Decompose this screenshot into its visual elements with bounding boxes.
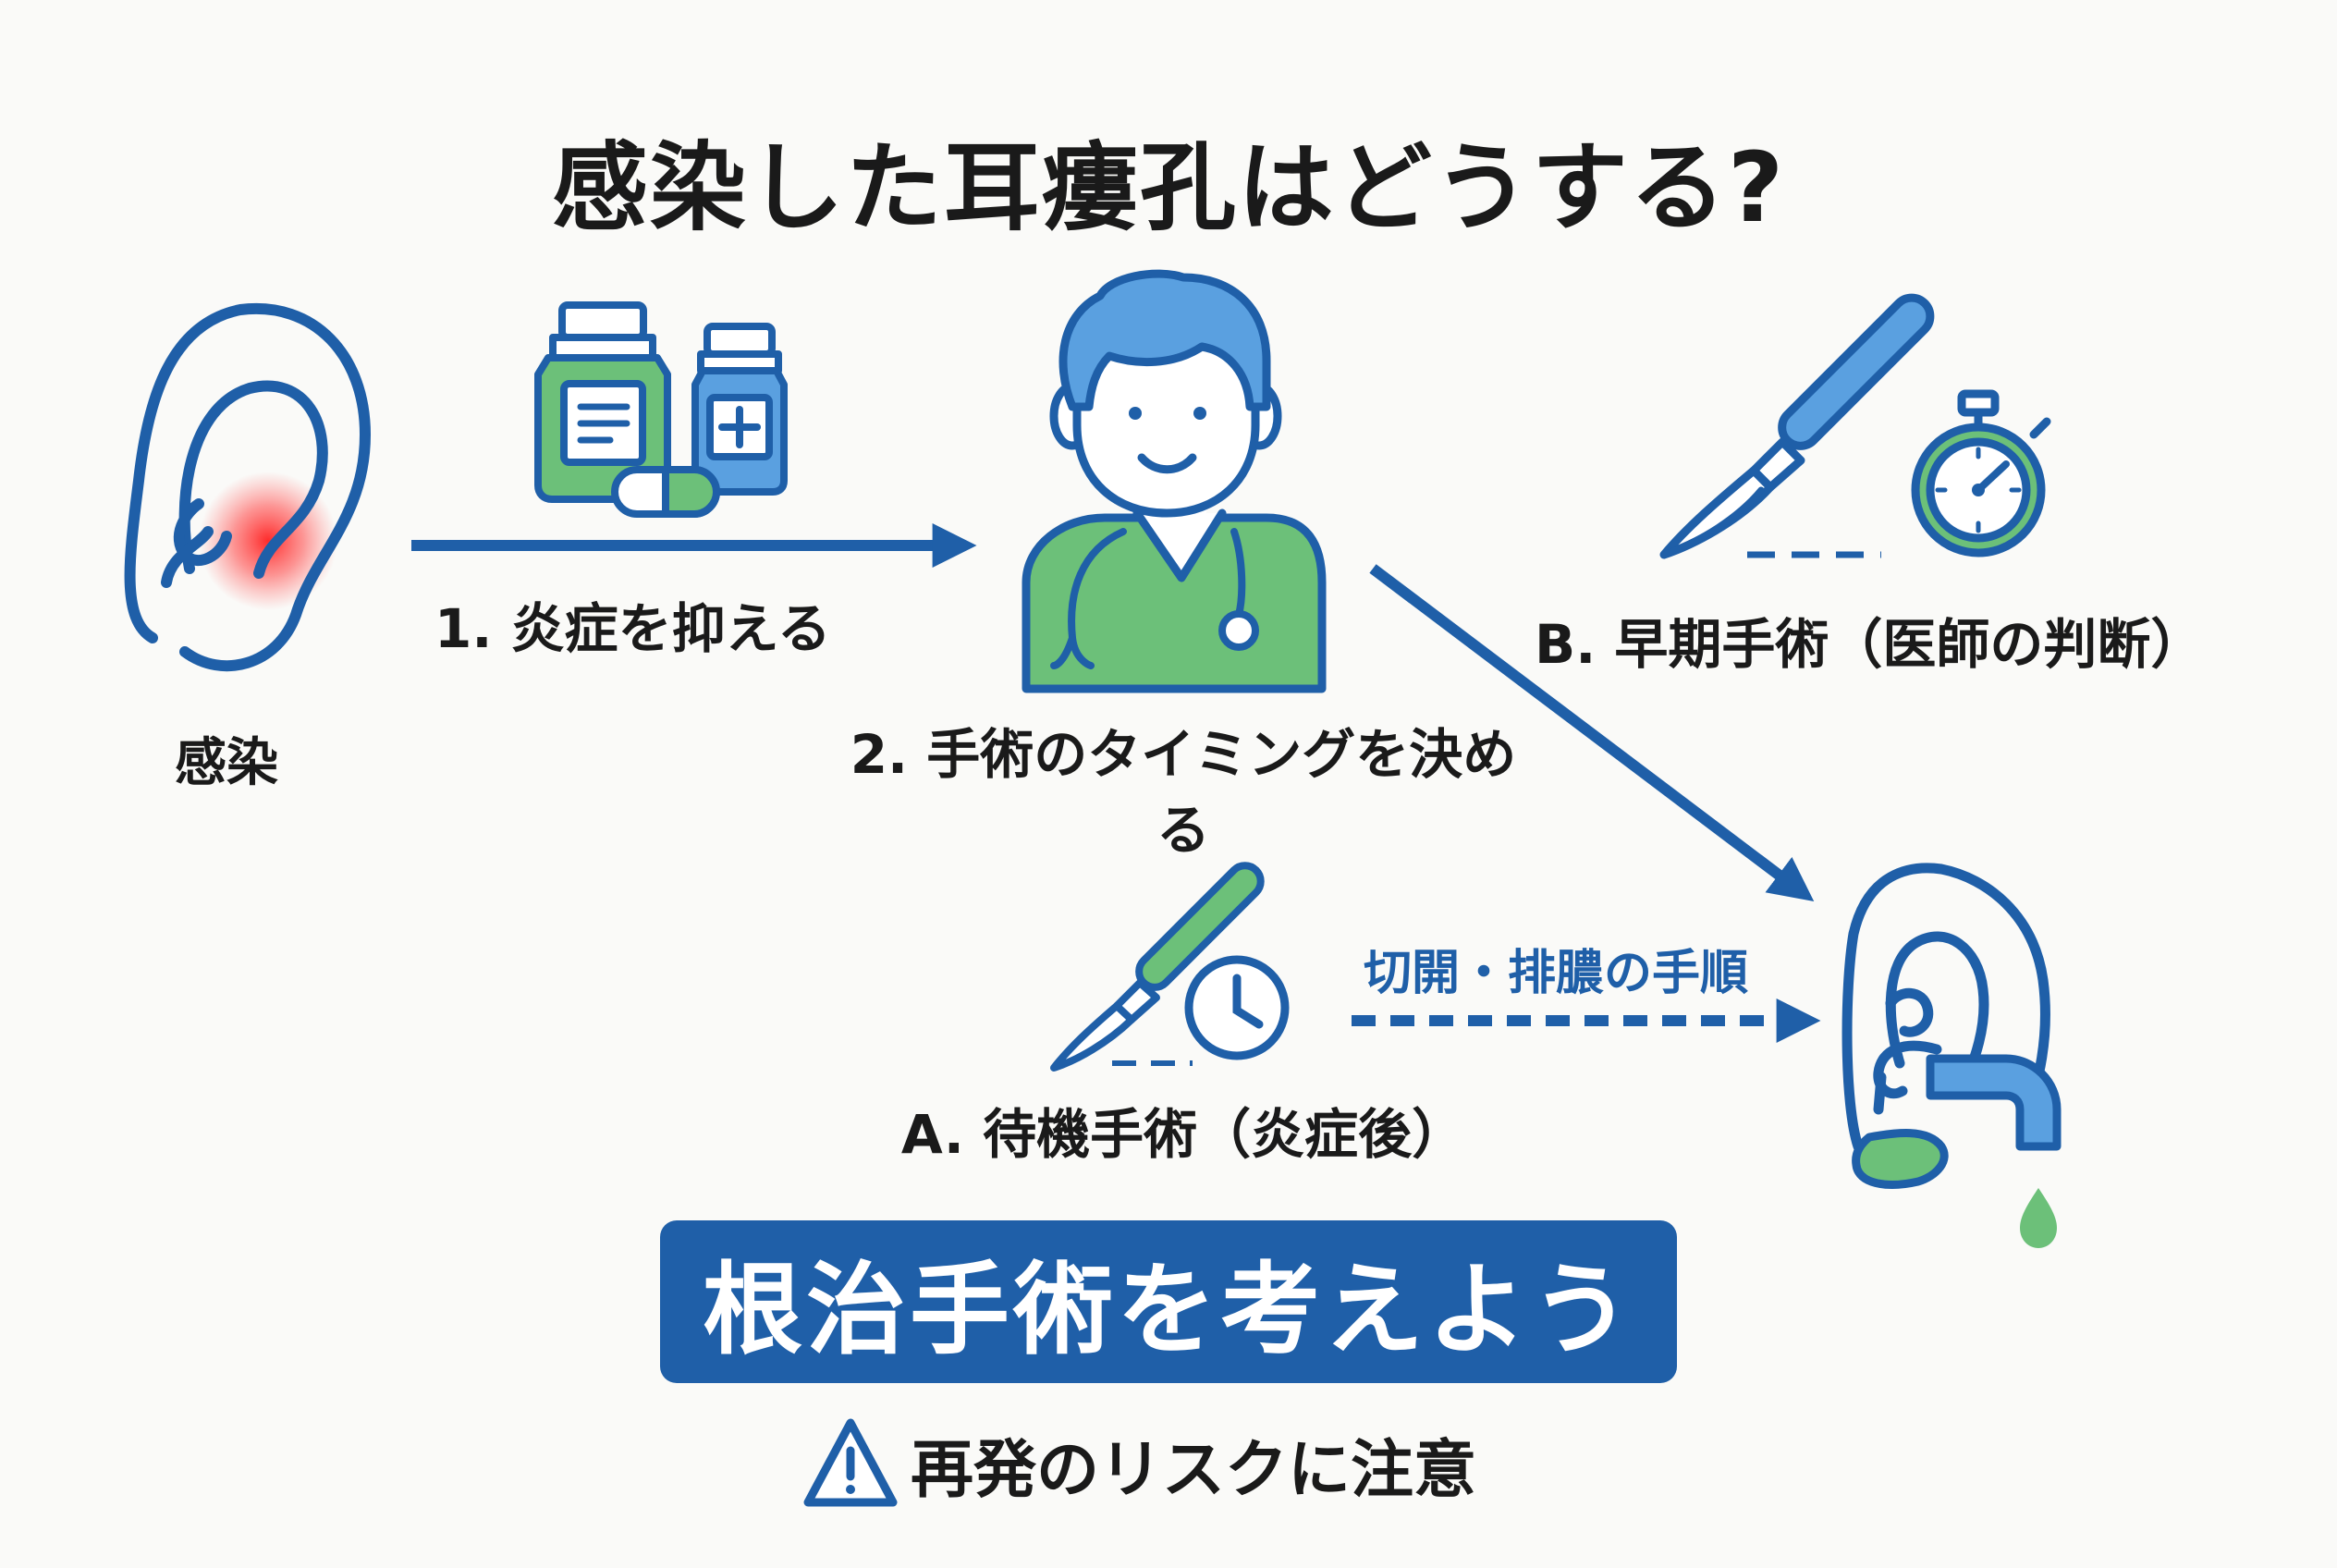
page-title: 感染した耳瘻孔はどうする? [551,131,1786,244]
doctor-icon [1022,269,1327,693]
medicine-bottles-icon [534,301,788,518]
label-drainage: 切開・排膿の手順 [1364,946,1749,1001]
arrow-to-early-surgery [1369,564,1815,902]
warning-icon [803,1418,898,1507]
stopwatch-icon [1911,389,2051,557]
label-delayed-surgery: A. 待機手術（炎症後） [900,1103,1466,1166]
label-early-surgery: B. 早期手術（医師の判断） [1535,613,2205,676]
cta-banner: 根治手術を考えよう [660,1220,1677,1383]
clock-icon [1184,955,1290,1060]
warning-icon-space [800,1417,892,1510]
infected-ear-icon [124,302,371,672]
draining-ear-icon [1841,863,2062,1248]
scalpel-icon [1659,293,1935,559]
label-step1: 1. 炎症を抑える [434,597,831,660]
label-infection: 感染 [175,733,278,793]
warning-note: 再発のリスクに注意 [800,1413,1476,1514]
scalpel-icon [1050,862,1265,1072]
warning-text: 再発のリスクに注意 [911,1433,1477,1507]
cta-text: 根治手術を考えよう [702,1253,1634,1368]
label-step2: 2. 手術のタイミングを決める [850,723,1517,862]
